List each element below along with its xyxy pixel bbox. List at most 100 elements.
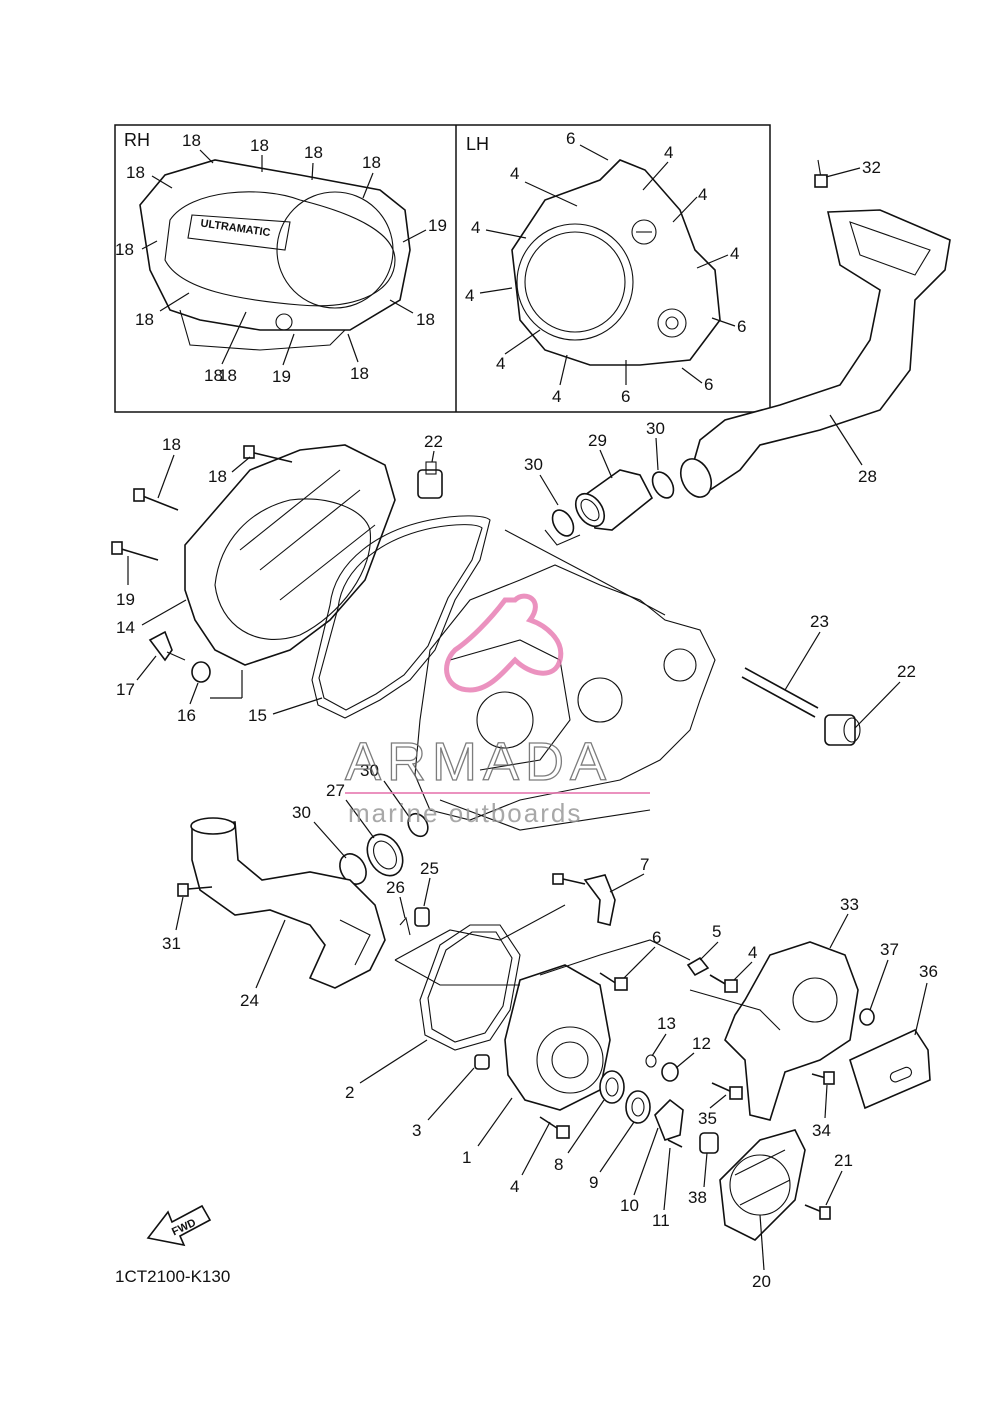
lh-callout-label: 4 bbox=[465, 286, 474, 305]
callout-label: 13 bbox=[657, 1014, 676, 1033]
assembly-guide-lines bbox=[394, 529, 781, 1031]
callout-label: 21 bbox=[834, 1151, 853, 1170]
watermark-title: ARMADA bbox=[345, 732, 612, 792]
lh-callout-label: 6 bbox=[704, 375, 713, 394]
rh-callout-label: 18 bbox=[350, 364, 369, 383]
housing-1 bbox=[504, 964, 611, 1111]
plate-10-11 bbox=[654, 1098, 684, 1148]
rh-callout-label: 18 bbox=[218, 366, 237, 385]
parts-17-16 bbox=[148, 630, 211, 683]
callout-label: 32 bbox=[862, 158, 881, 177]
callout-label: 18 bbox=[208, 467, 227, 486]
plate-36 bbox=[849, 1028, 931, 1110]
rh-callout-label: 18 bbox=[135, 310, 154, 329]
intake-duct-24 bbox=[190, 817, 386, 989]
lh-callout-label: 6 bbox=[621, 387, 630, 406]
rh-cover-outline: ULTRAMATIC bbox=[139, 159, 411, 351]
lh-callout-label: 6 bbox=[737, 317, 746, 336]
callout-label: 8 bbox=[554, 1155, 563, 1174]
rh-label: RH bbox=[124, 130, 150, 150]
callout-label: 17 bbox=[116, 680, 135, 699]
lh-label: LH bbox=[466, 134, 489, 154]
main-parts: FWD bbox=[111, 159, 951, 1247]
plug-22-top bbox=[417, 461, 443, 499]
rh-callout-label: 18 bbox=[250, 136, 269, 155]
rh-callout-label: 18 bbox=[126, 163, 145, 182]
lh-callout-label: 4 bbox=[552, 387, 561, 406]
main-callouts: 32 28 29 30 30 22 18 18 19 14 17 16 15 2… bbox=[116, 158, 938, 1291]
bearing-8 bbox=[599, 1070, 625, 1104]
rh-callout-label: 18 bbox=[362, 153, 381, 172]
boot-29 bbox=[574, 469, 654, 531]
callout-label: 30 bbox=[524, 455, 543, 474]
callout-label: 34 bbox=[812, 1121, 831, 1140]
inset-panels: RH LH ULTRAMATIC 18 18 1 bbox=[114, 124, 771, 413]
engine-block bbox=[414, 564, 716, 821]
clip-5 bbox=[686, 956, 710, 977]
callout-label: 16 bbox=[177, 706, 196, 725]
lh-callout-label: 4 bbox=[471, 218, 480, 237]
rh-callout-label: 18 bbox=[416, 310, 435, 329]
callout-label: 31 bbox=[162, 934, 181, 953]
inset-frame bbox=[114, 124, 771, 413]
callout-label: 2 bbox=[345, 1083, 354, 1102]
crankcase-cover-14 bbox=[184, 444, 396, 666]
rh-callout-label: 18 bbox=[304, 143, 323, 162]
clamps-30 bbox=[339, 471, 675, 885]
callout-label: 6 bbox=[652, 928, 661, 947]
callout-label: 33 bbox=[840, 895, 859, 914]
parts-12-13 bbox=[645, 1054, 679, 1082]
callout-label: 5 bbox=[712, 922, 721, 941]
bolts-18-19 bbox=[111, 445, 293, 561]
callout-label: 4 bbox=[510, 1177, 519, 1196]
lh-callout-label: 4 bbox=[698, 185, 707, 204]
callout-label: 35 bbox=[698, 1109, 717, 1128]
rh-callout-label: 19 bbox=[272, 367, 291, 386]
callout-label: 25 bbox=[420, 859, 439, 878]
callout-label: 12 bbox=[692, 1034, 711, 1053]
watermark-subtitle: marine outboards bbox=[348, 798, 582, 828]
plug-22-right bbox=[824, 714, 861, 746]
callout-label: 20 bbox=[752, 1272, 771, 1291]
callout-label: 30 bbox=[646, 419, 665, 438]
lh-cover-outline bbox=[511, 159, 721, 366]
shaft-23 bbox=[741, 667, 819, 718]
rh-callout-label: 18 bbox=[182, 131, 201, 150]
callout-label: 28 bbox=[858, 467, 877, 486]
air-duct-28 bbox=[679, 209, 951, 498]
rh-callout-label: 19 bbox=[428, 216, 447, 235]
bolt-31 bbox=[177, 883, 213, 897]
callout-label: 23 bbox=[810, 612, 829, 631]
callout-label: 29 bbox=[588, 431, 607, 450]
parts-25-26 bbox=[399, 907, 430, 936]
callout-label: 27 bbox=[326, 781, 345, 800]
grommet-37 bbox=[859, 1008, 875, 1026]
callout-label: 9 bbox=[589, 1173, 598, 1192]
callout-label: 26 bbox=[386, 878, 405, 897]
callout-label: 22 bbox=[897, 662, 916, 681]
lh-callout-label: 4 bbox=[496, 354, 505, 373]
callout-label: 18 bbox=[162, 435, 181, 454]
lh-callout-label: 4 bbox=[510, 164, 519, 183]
lh-callout-label: 4 bbox=[730, 244, 739, 263]
rh-callout-label: 18 bbox=[115, 240, 134, 259]
bracket-7 bbox=[552, 873, 616, 926]
callout-label: 30 bbox=[292, 803, 311, 822]
lh-callout-label: 6 bbox=[566, 129, 575, 148]
callout-label: 30 bbox=[360, 761, 379, 780]
seal-9 bbox=[625, 1090, 651, 1124]
collar-38 bbox=[699, 1132, 719, 1154]
cover-20 bbox=[719, 1129, 806, 1241]
callout-label: 38 bbox=[688, 1188, 707, 1207]
lh-callout-label: 4 bbox=[664, 143, 673, 162]
callout-label: 11 bbox=[652, 1211, 670, 1230]
callout-label: 15 bbox=[248, 706, 267, 725]
fwd-arrow-icon: FWD bbox=[146, 1204, 212, 1247]
dowel-3 bbox=[474, 1054, 490, 1070]
callout-label: 1 bbox=[462, 1148, 471, 1167]
callout-label: 3 bbox=[412, 1121, 421, 1140]
bolt-32 bbox=[814, 159, 828, 188]
callout-label: 14 bbox=[116, 618, 135, 637]
boot-27 bbox=[366, 833, 404, 877]
